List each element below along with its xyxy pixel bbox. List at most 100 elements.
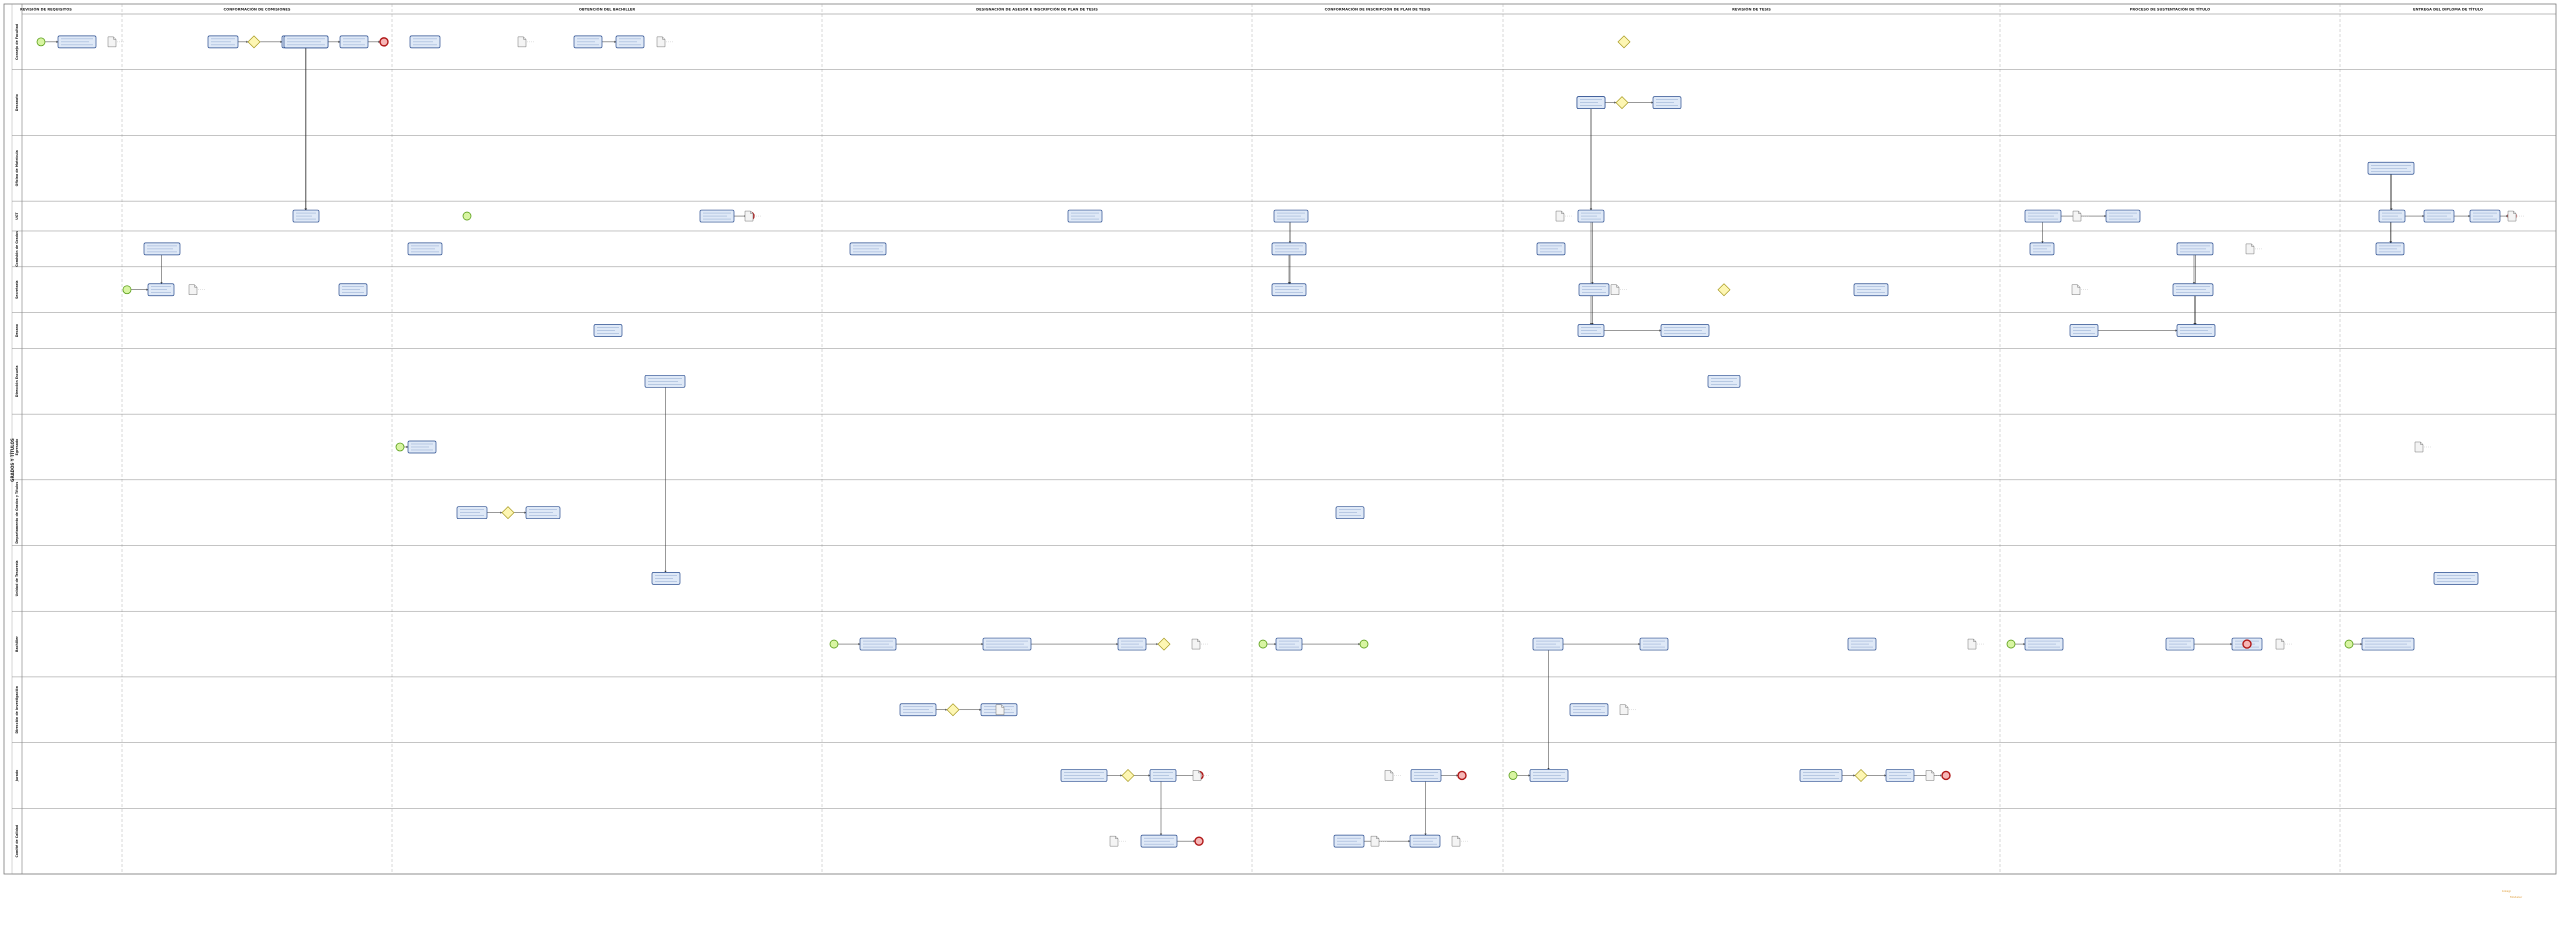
task [2029,242,2055,256]
data-object-shape [1451,835,1461,847]
task [1660,324,1710,337]
data-object [1555,210,1572,222]
flow-arrowhead [406,445,408,449]
exclusive-gateway [1854,768,1868,782]
task [2176,324,2216,337]
data-object-fold [2513,211,2516,214]
lane-label: Oficina de Matrícula [15,150,19,186]
flow-arrowhead [1424,833,1427,836]
task [409,35,441,49]
data-object [1370,835,1387,847]
task [1529,769,1569,782]
flow-arrowhead [664,570,667,573]
data-object-shape [1967,638,1977,650]
exclusive-gateway [946,703,960,717]
flow-arrowhead [304,208,308,211]
task [2105,209,2141,223]
flow-arrowhead [1638,642,1640,646]
data-object [2275,638,2292,650]
data-object-shape [2245,243,2255,255]
data-object-fold [523,36,526,40]
lane-label: Consejo de Facultad [15,23,19,60]
task [644,374,686,388]
data-object-fold [1198,770,1201,774]
task [2378,209,2406,223]
flow-arrowhead [1659,329,1661,332]
flow-arrowhead [1116,642,1118,646]
start-event [1258,639,1268,649]
data-object [107,36,124,48]
task [2176,242,2214,256]
task [1149,769,1177,782]
lane-label: Unidad de Tesorería [15,560,19,596]
exclusive-gateway [1717,283,1731,297]
task [1271,242,1307,256]
start-event [462,211,472,221]
task [283,35,329,49]
flow-arrowhead [1591,323,1594,325]
task [1576,96,1606,109]
flow-arrowhead [246,40,248,44]
data-object [656,36,673,48]
task [1577,324,1605,337]
flow-arrowhead [1547,767,1550,770]
task [859,637,897,651]
task [57,35,97,49]
start-event [122,285,132,295]
end-event [2242,639,2252,649]
task [1532,637,1564,651]
task [2367,161,2415,175]
task [1577,209,1605,223]
task [1275,637,1303,651]
phase-title: REVISIÓN DE REQUISITOS [20,7,72,12]
data-object-fold [1561,211,1564,214]
task [1140,834,1178,848]
flow-arrowhead [2230,642,2232,646]
lane-label: Secretaría [15,280,19,299]
task [1335,506,1365,520]
data-object-fold [2420,441,2423,445]
start-event [1508,771,1518,780]
flow-arrowhead [2422,214,2424,218]
task [1410,769,1442,782]
data-object-shape [2072,210,2082,222]
end-event [1457,770,1467,781]
data-object-shape [107,36,117,48]
bizagi-watermark: bizagi Modeler [2502,889,2523,899]
task [593,324,623,337]
lane-label: UGT [15,212,19,220]
data-object-fold [194,284,197,288]
watermark-line1: bizagi [2502,889,2511,893]
phase-title: ENTREGA DEL DIPLOMA DE TÍTULO [2413,7,2483,12]
shape-layer [36,35,2524,848]
flow-arrowhead [2175,329,2177,332]
flow-arrowhead [160,282,163,284]
watermark-line2: Modeler [2510,895,2523,899]
task [651,572,681,585]
data-object-fold [2077,284,2080,288]
phase-title: REVISIÓN DE TESIS [1732,7,1771,12]
data-object [1109,835,1126,847]
flow-arrowhead [1853,774,1855,777]
lane-label: Egresado [15,438,19,456]
lane-label: Comisión de Grados [15,231,19,267]
exclusive-gateway [1615,96,1629,110]
flow-arrowhead [858,642,860,646]
data-object [1925,770,1942,781]
data-object-fold [1197,639,1200,642]
start-event [2006,639,2016,649]
task [407,440,437,454]
exclusive-gateway [1157,637,1171,651]
flow-arrowhead [1528,774,1530,777]
data-object-fold [2251,243,2254,247]
data-object-fold [1376,836,1379,839]
task [615,35,645,49]
flow-arrowhead [1120,774,1122,777]
end-event [1941,770,1951,781]
task [2069,324,2099,337]
data-object-shape [2275,638,2285,650]
data-object-fold [1457,836,1460,839]
data-object-shape [2507,210,2517,222]
task [2172,283,2214,297]
